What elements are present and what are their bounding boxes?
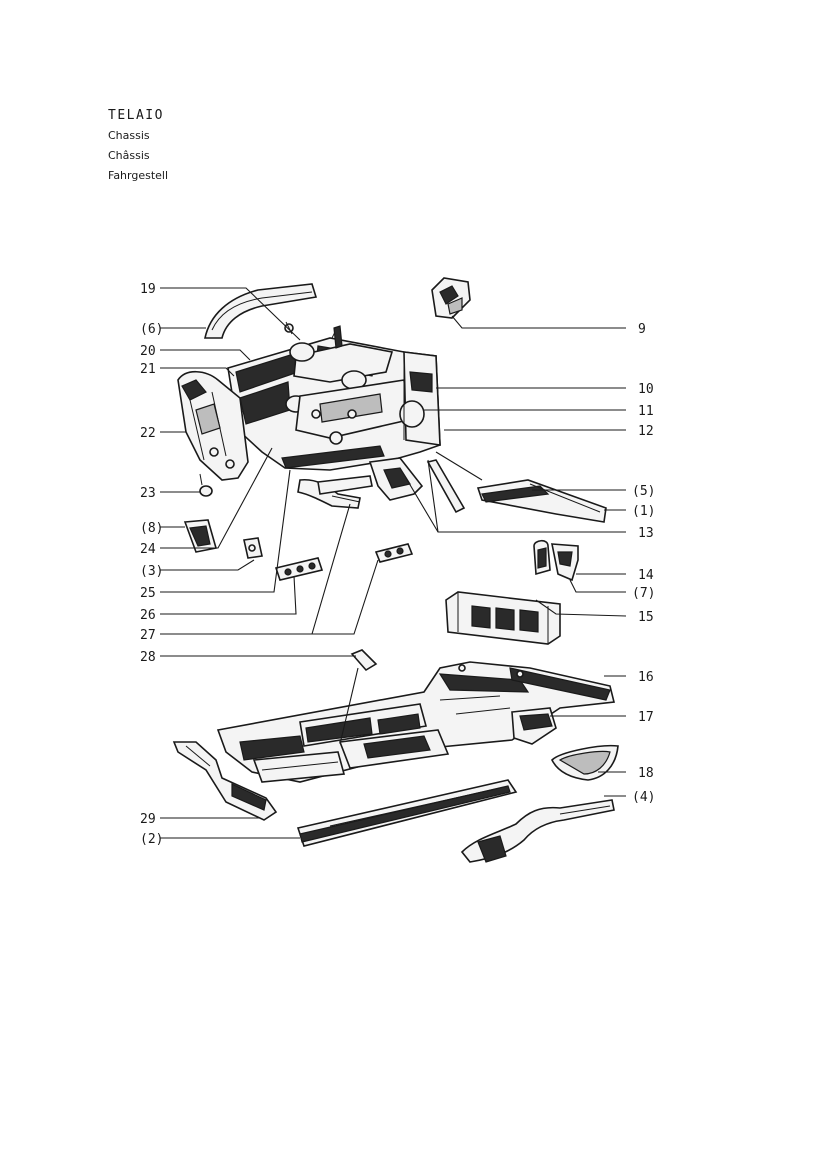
callout-26: 26 [140, 608, 156, 623]
callout-2: (2) [140, 832, 163, 847]
callout-22: 22 [140, 426, 156, 441]
title-german: Fahrgestell [108, 169, 169, 182]
callout-23: 23 [140, 486, 156, 501]
part-4-rear-member [460, 799, 615, 863]
callout-13: 13 [638, 526, 654, 541]
leader-20 [160, 349, 251, 361]
leader-12b [435, 451, 483, 481]
part-23-bolt [199, 473, 213, 497]
callout-11: 11 [638, 404, 654, 419]
part-8-bracket [183, 519, 218, 553]
part-20-21-dash-assembly [227, 325, 441, 471]
part-strut [426, 459, 466, 514]
callout-16: 16 [638, 670, 654, 685]
part-14-7-brackets [533, 539, 579, 582]
callout-15: 15 [638, 610, 654, 625]
part-26-27-brackets [297, 475, 373, 509]
leader-3 [160, 559, 255, 571]
part-19-cowl-rail [204, 283, 318, 339]
leader-13b [427, 459, 439, 533]
parts-illustration [172, 277, 619, 863]
part-13-lower-brace [368, 457, 424, 501]
leader-21 [160, 367, 235, 377]
leader-19 [160, 287, 301, 341]
leader-27b [312, 559, 379, 635]
part-16-17-floor-pan [216, 661, 615, 783]
title-french: Châssis [108, 149, 150, 162]
leader-9 [451, 315, 626, 329]
callout-14: 14 [638, 568, 654, 583]
callout-3: (3) [140, 564, 163, 579]
leader-7 [569, 579, 626, 593]
callout-21: 21 [140, 362, 156, 377]
callout-20: 20 [140, 344, 156, 359]
callout-24: 24 [140, 542, 156, 557]
callout-5: (5) [632, 484, 655, 499]
leader-lines [160, 287, 627, 839]
leader-24 [160, 447, 273, 549]
callout-12: 12 [638, 424, 654, 439]
part-18-wheel-arch [551, 744, 619, 781]
part-24-small-bracket [243, 537, 263, 559]
part-fastener-top [284, 321, 294, 335]
callout-25: 25 [140, 586, 156, 601]
part-2-sill [296, 779, 518, 847]
part-bracket-plate [374, 543, 414, 563]
callout-19: 19 [140, 282, 156, 297]
callout-27: 27 [140, 628, 156, 643]
part-28-clip [350, 649, 378, 672]
callout-28: 28 [140, 650, 156, 665]
callout-18: 18 [638, 766, 654, 781]
callout-9: 9 [638, 322, 646, 337]
leader-25 [160, 469, 291, 593]
part-25-plate [274, 557, 324, 581]
callout-29: 29 [140, 812, 156, 827]
callout-1: (1) [632, 504, 655, 519]
part-15-cross-member [445, 591, 561, 645]
callout-7: (7) [632, 586, 655, 601]
part-9-top-bracket [431, 277, 471, 319]
title-block: TELAIO Chassis Châssis Fahrgestell [108, 106, 168, 186]
leader-15 [535, 599, 627, 617]
callout-6: (6) [140, 322, 163, 337]
part-5-1-right-rail [476, 479, 607, 523]
callout-10: 10 [638, 382, 654, 397]
callout-8: (8) [140, 521, 163, 536]
part-29-front-rail [172, 741, 278, 821]
callout-labels: 19 (6) 20 21 22 23 (8) 24 (3) 25 26 27 2… [140, 282, 655, 847]
leader-26 [160, 575, 297, 615]
callout-17: 17 [638, 710, 654, 725]
leader-28b [339, 667, 359, 745]
title-italian: TELAIO [108, 108, 164, 123]
part-22-side-member [177, 370, 249, 481]
title-english: Chassis [108, 129, 150, 142]
callout-4: (4) [632, 790, 655, 805]
